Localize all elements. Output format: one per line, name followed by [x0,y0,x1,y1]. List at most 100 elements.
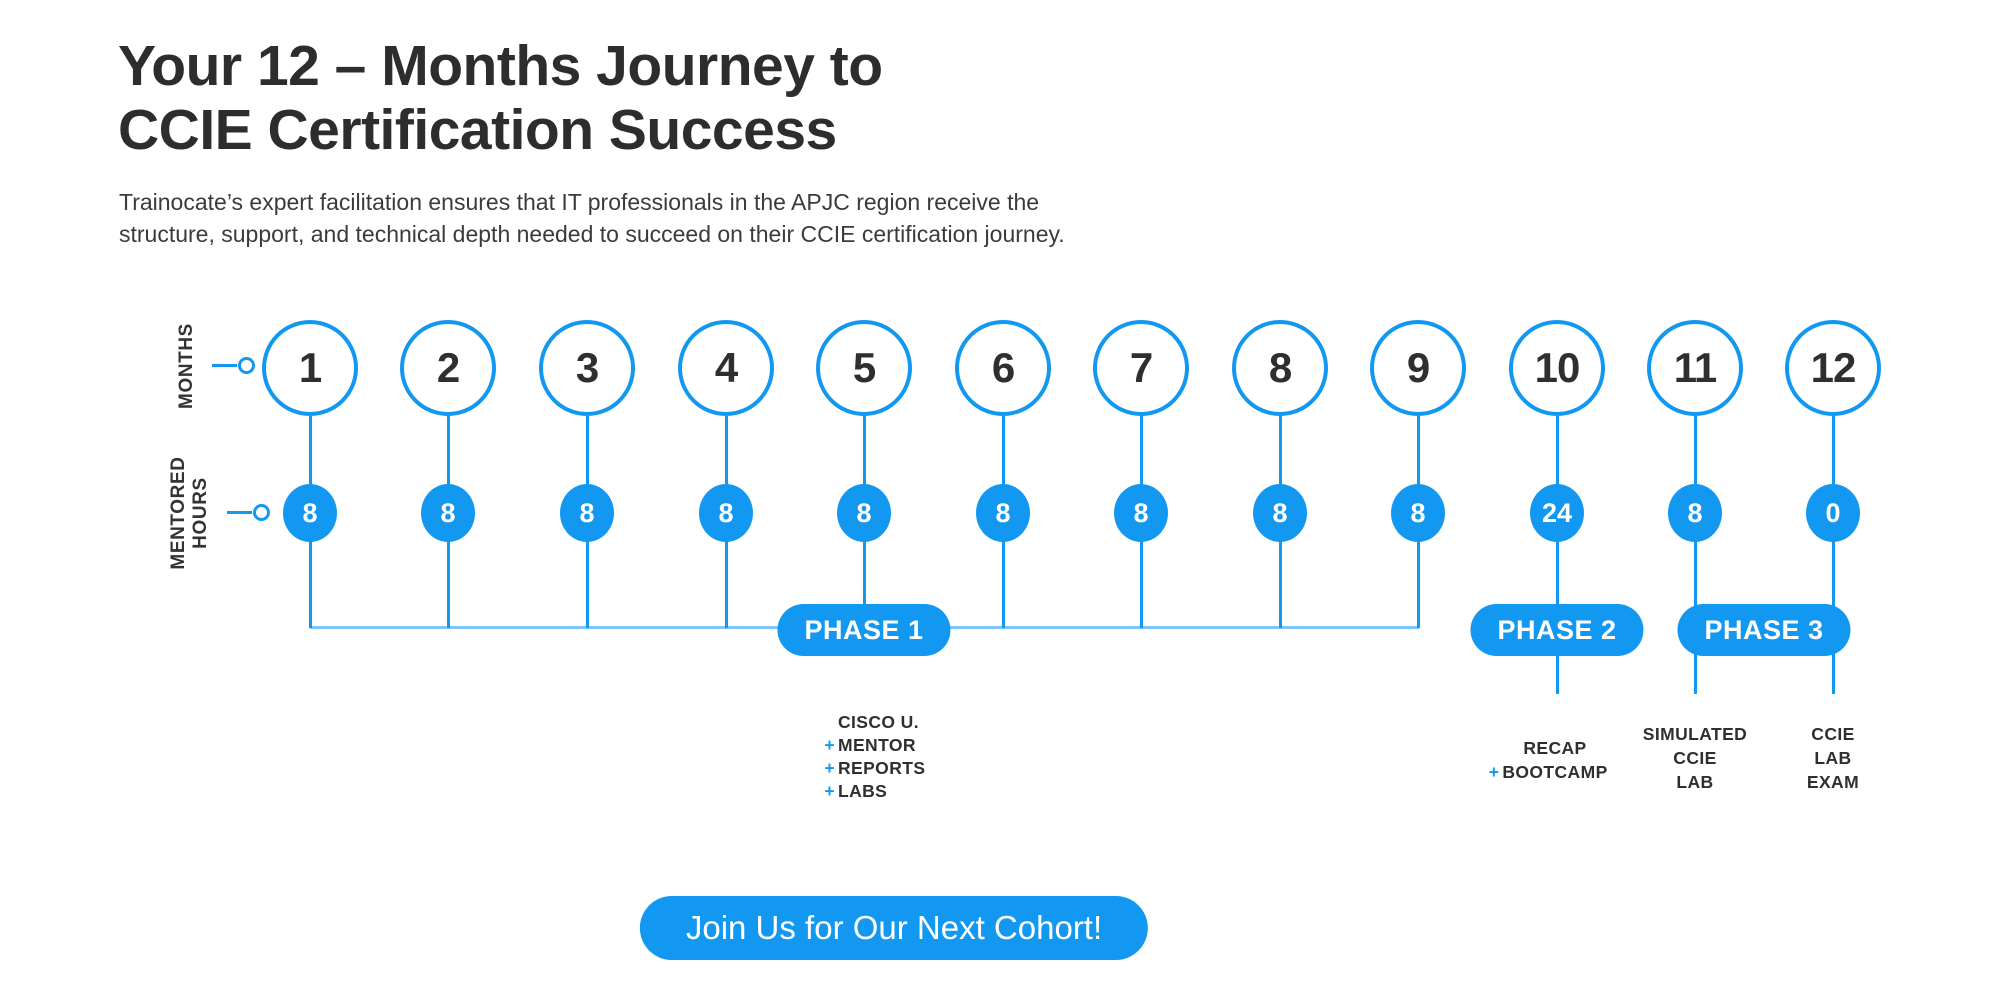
months-leader-ring-icon [238,357,255,374]
month-number: 10 [1534,344,1581,391]
hours-value: 8 [440,497,456,528]
hours-circle: 8 [421,484,475,542]
month-circle: 5 [816,320,912,416]
timeline-column-3: 3 8 [539,320,635,700]
note-line: SIMULATED [1642,724,1748,744]
month-circle: 8 [1232,320,1328,416]
month-circle: 11 [1647,320,1743,416]
hours-value: 8 [718,497,734,528]
hours-value: 8 [1272,497,1288,528]
month-number: 12 [1810,344,1857,391]
phase1-item-text: LABS [838,781,888,801]
phase1-item-text: CISCO U. [838,712,919,732]
hours-circle: 8 [1114,484,1168,542]
hours-leader-ring-icon [253,504,270,521]
month-number: 3 [575,344,599,391]
note-line: LAB [1814,748,1852,768]
hours-value: 8 [1687,497,1703,528]
hours-value: 24 [1541,497,1573,528]
hours-circle: 8 [699,484,753,542]
phase2-item-text: BOOTCAMP [1502,762,1608,782]
timeline-column-1: 1 8 [262,320,358,700]
subtitle-line-2: structure, support, and technical depth … [119,221,1065,247]
hours-value: 8 [1133,497,1149,528]
hours-value: 8 [856,497,872,528]
timeline-column-6: 6 8 [955,320,1051,700]
hours-value: 8 [302,497,318,528]
hours-circle: 0 [1806,484,1860,542]
phase2-item-row: +BOOTCAMP [1489,760,1608,784]
timeline-column-10: 10 24 [1509,320,1605,700]
column-line [1555,416,1559,694]
hours-circle: 8 [283,484,337,542]
month-number: 5 [852,344,876,391]
timeline-column-5: 5 8 [816,320,912,700]
page-subtitle: Trainocate’s expert facilitation ensures… [119,186,1065,250]
month-circle: 3 [539,320,635,416]
timeline-column-7: 7 8 [1093,320,1189,700]
hours-value: 8 [1410,497,1426,528]
hours-leader-line [227,511,252,514]
hours-value: 0 [1825,497,1841,528]
hours-axis-label-line-1: MENTORED [168,456,189,570]
subtitle-line-1: Trainocate’s expert facilitation ensures… [119,189,1040,215]
month-circle: 2 [400,320,496,416]
month-number: 8 [1268,344,1292,391]
month-circle: 7 [1093,320,1189,416]
column-line [1693,416,1697,694]
hours-circle: 8 [1668,484,1722,542]
phase1-item-row: +MENTOR [824,734,925,757]
hours-circle: 8 [976,484,1030,542]
month-circle: 4 [678,320,774,416]
note-line: EXAM [1806,772,1860,792]
phase1-item-row: +LABS [824,780,925,803]
hours-axis-label: MENTORED HOURS [168,456,212,569]
plus-sign: + [824,781,835,801]
timeline-column-11: 11 8 [1647,320,1743,700]
plus-sign: + [824,758,835,778]
month-number: 11 [1673,344,1717,391]
timeline-column-2: 2 8 [400,320,496,700]
hours-value: 8 [579,497,595,528]
page-title: Your 12 – Months Journey to CCIE Certifi… [118,34,883,162]
timeline-column-4: 4 8 [678,320,774,700]
hours-circle: 24 [1530,484,1584,542]
phase-1-badge: PHASE 1 [777,604,951,656]
month-circle: 6 [955,320,1051,416]
phase1-item-row: CISCO U. [838,711,925,734]
month-number: 4 [714,344,738,391]
month-circle: 1 [262,320,358,416]
plus-sign: + [824,735,835,755]
month-circle: 9 [1370,320,1466,416]
title-line-2: CCIE Certification Success [118,98,837,162]
timeline-column-9: 9 8 [1370,320,1466,700]
month-circle: 12 [1785,320,1881,416]
month-number: 1 [298,344,322,391]
column-line [1831,416,1835,694]
phase-1-description: CISCO U. +MENTOR +REPORTS +LABS [824,711,926,803]
month-number: 2 [436,344,460,391]
phase1-item-text: REPORTS [838,758,926,778]
phase1-item-text: MENTOR [838,735,916,755]
month-number: 6 [991,344,1015,391]
hours-circle: 8 [837,484,891,542]
plus-sign: + [1488,762,1500,782]
months-axis-label: MONTHS [176,323,197,409]
month-number: 7 [1129,344,1153,391]
note-line: CCIE [1673,748,1717,768]
join-cohort-button[interactable]: Join Us for Our Next Cohort! [639,896,1149,960]
phase-3-badge: PHASE 3 [1677,604,1851,656]
timeline-column-8: 8 8 [1232,320,1328,700]
months-leader-line [212,364,237,367]
phase-2-description: RECAP +BOOTCAMP [1489,736,1608,784]
note-line: CCIE [1811,724,1855,744]
hours-circle: 8 [560,484,614,542]
note-line: LAB [1676,772,1714,792]
month-11-note: SIMULATED CCIE LAB [1643,722,1747,794]
month-circle: 10 [1509,320,1605,416]
phase1-item-row: +REPORTS [824,757,926,780]
hours-axis-label-line-2: HOURS [190,477,211,549]
timeline-column-12: 12 0 [1785,320,1881,700]
hours-circle: 8 [1391,484,1445,542]
